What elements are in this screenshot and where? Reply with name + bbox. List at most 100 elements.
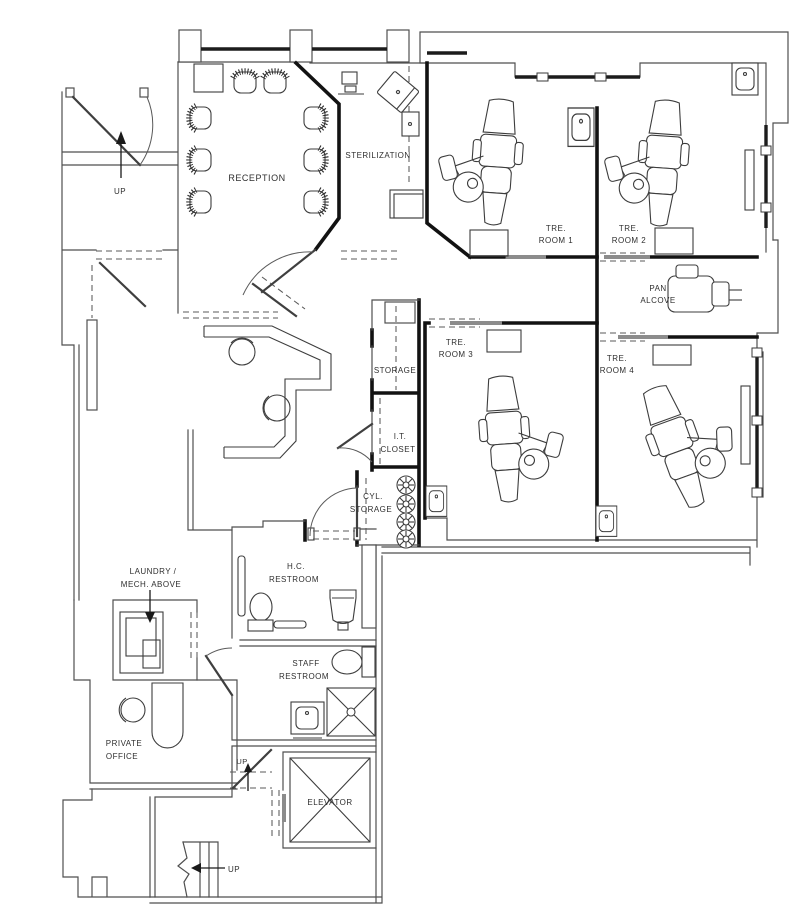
- label-laundry: LAUNDRY /: [130, 567, 177, 576]
- toilet: [249, 592, 273, 622]
- sink-cabinet: [425, 485, 448, 517]
- break-line: [177, 841, 190, 898]
- reception-furniture: [189, 63, 326, 214]
- gas-cylinder: [396, 512, 416, 532]
- office-chair: [228, 338, 256, 366]
- svg-text:RESTROOM: RESTROOM: [279, 672, 329, 681]
- waiting-chair: [263, 71, 287, 93]
- svg-text:ALCOVE: ALCOVE: [640, 296, 675, 305]
- up-arrow: [191, 863, 201, 873]
- office-desk: [151, 682, 184, 749]
- dental-chair: [630, 367, 754, 516]
- dental-chair: [475, 371, 570, 505]
- label-tre-room-2: TRE.: [619, 224, 639, 233]
- exterior-walls: [61, 29, 789, 904]
- gas-cylinder: [396, 494, 416, 514]
- pilaster: [289, 29, 313, 63]
- grab-bar: [237, 555, 246, 617]
- sink-cabinet: [567, 107, 595, 148]
- label-staff-restroom: STAFF: [292, 659, 319, 668]
- sink-cabinet: [595, 505, 618, 537]
- pilaster: [386, 29, 410, 63]
- waiting-chair: [189, 106, 211, 130]
- door-slabs: [282, 255, 668, 822]
- sterilizer-unit: [377, 71, 419, 113]
- up-arrow: [244, 763, 252, 772]
- waiting-chair: [304, 106, 326, 130]
- elevator-car: [289, 757, 371, 843]
- private-office-furniture: [118, 682, 184, 749]
- svg-text:ROOM 2: ROOM 2: [612, 236, 647, 245]
- side-table: [193, 63, 224, 93]
- waiting-chair: [233, 71, 257, 93]
- svg-text:STORAGE: STORAGE: [350, 505, 392, 514]
- svg-text:CLOSET: CLOSET: [381, 445, 416, 454]
- svg-text:ROOM 4: ROOM 4: [600, 366, 635, 375]
- window-sill: [740, 385, 751, 465]
- grab-bar: [273, 620, 307, 629]
- svg-text:MECH. ABOVE: MECH. ABOVE: [121, 580, 181, 589]
- up-arrows: [116, 131, 252, 873]
- vanity-sink: [290, 701, 325, 739]
- computer-workstation: [341, 71, 358, 85]
- label-private-office: PRIVATE: [106, 739, 142, 748]
- label-tre-room-1: TRE.: [546, 224, 566, 233]
- base-cabinet: [652, 344, 692, 366]
- office-chair: [120, 697, 146, 723]
- reception-desk: [203, 325, 332, 459]
- door-jamb: [307, 527, 315, 541]
- stairs: [177, 841, 219, 898]
- up-arrow: [116, 131, 126, 144]
- svg-text:OFFICE: OFFICE: [106, 752, 138, 761]
- waiting-chair: [189, 190, 211, 214]
- label-elevator: ELEVATOR: [307, 798, 352, 807]
- front-desk-area: [203, 325, 332, 459]
- base-cabinet: [654, 227, 694, 255]
- base-cabinet: [469, 229, 509, 257]
- pan-xray-machine: [667, 264, 742, 313]
- label-cyl-storage: CYL.: [363, 492, 383, 501]
- svg-text:RESTROOM: RESTROOM: [269, 575, 319, 584]
- label-pan-alcove: PAN: [649, 284, 666, 293]
- staff-restroom-fixtures: [290, 646, 376, 739]
- base-cabinet: [486, 329, 522, 353]
- toilet: [331, 649, 363, 675]
- label-up-lobby: UP: [236, 757, 247, 766]
- gas-cylinder: [396, 529, 416, 549]
- label-tre-room-4: TRE.: [607, 354, 627, 363]
- label-hc-restroom: H.C.: [287, 562, 305, 571]
- door-swings: [71, 95, 374, 790]
- label-up-entry: UP: [114, 187, 126, 196]
- urinal-lavatory: [329, 589, 357, 631]
- laundry-equipment: [119, 611, 164, 674]
- label-it-closet: I.T.: [394, 432, 407, 441]
- plumbing-chase: [361, 544, 377, 629]
- shower: [326, 687, 376, 737]
- door-jamb: [139, 87, 149, 98]
- label-storage: STORAGE: [374, 366, 416, 375]
- svg-text:ROOM 3: ROOM 3: [439, 350, 474, 359]
- waiting-chair: [304, 148, 326, 172]
- window-bands: [201, 47, 772, 498]
- office-chair: [263, 394, 291, 422]
- label-reception: RECEPTION: [228, 173, 285, 183]
- sink-cabinet: [731, 62, 759, 96]
- wall-cabinet: [401, 111, 420, 137]
- door-jamb: [65, 87, 75, 98]
- label-sterilization: STERILIZATION: [345, 151, 410, 160]
- interior-walls: [86, 299, 420, 849]
- laundry-pointer-arrow: [145, 612, 155, 623]
- sterilization-equipment: [338, 71, 424, 219]
- treatment-room-equipment: [425, 62, 759, 537]
- dental-chair: [432, 94, 527, 228]
- cylinder-storage-contents: [396, 475, 416, 549]
- heavy-partition-walls: [293, 60, 759, 547]
- window-sill: [744, 149, 755, 211]
- waiting-chair: [304, 190, 326, 214]
- label-tre-room-3: TRE.: [446, 338, 466, 347]
- svg-text:ROOM 1: ROOM 1: [539, 236, 574, 245]
- waiting-chair: [189, 148, 211, 172]
- hc-restroom-fixtures: [237, 555, 357, 632]
